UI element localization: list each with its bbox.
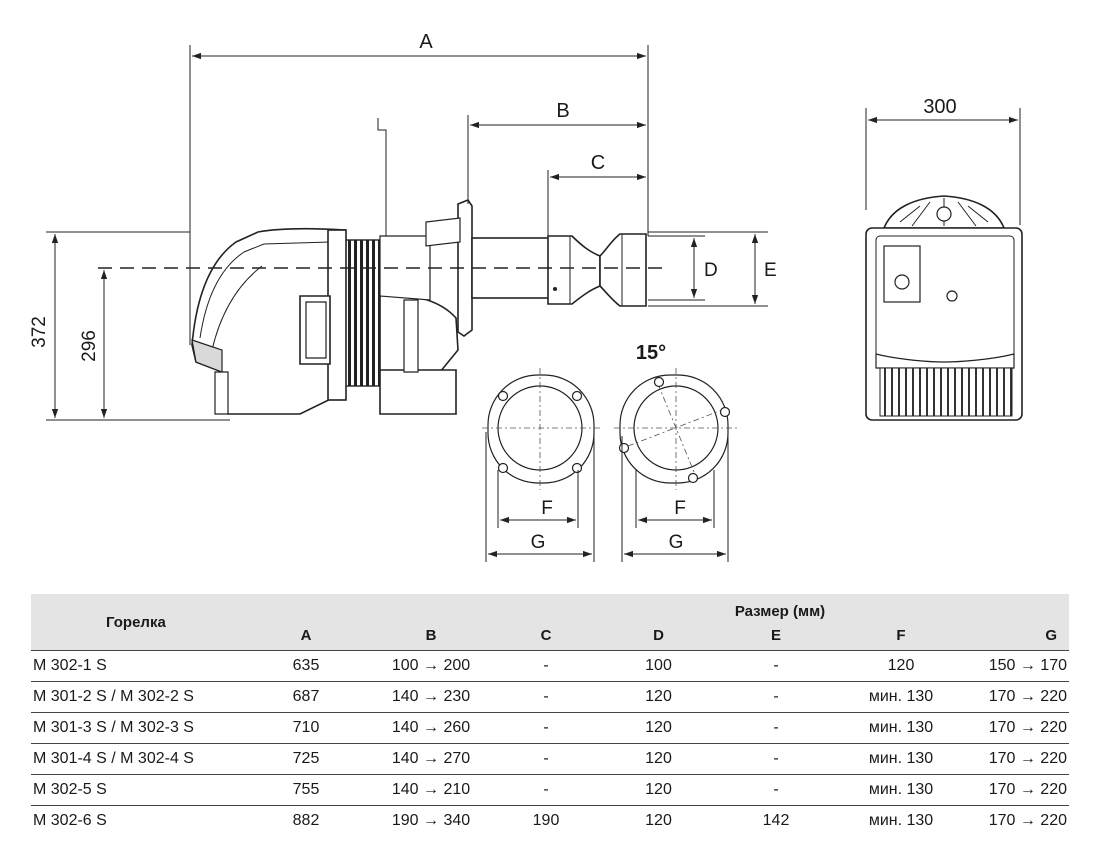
cell-a: 755 bbox=[241, 774, 371, 806]
cell-d: 120 bbox=[601, 805, 716, 836]
table-column-header-row: A B C D E F G bbox=[31, 620, 1069, 651]
table-row: M 302-5 S 755 140 → 210 - 120 - мин. 130… bbox=[31, 774, 1069, 806]
dim-label-f-left: F bbox=[541, 498, 553, 519]
cell-b: 140 → 270 bbox=[371, 743, 491, 775]
cell-e: - bbox=[716, 774, 836, 806]
cell-d: 120 bbox=[601, 681, 716, 713]
cell-b: 190 → 340 bbox=[371, 805, 491, 836]
cell-e: 142 bbox=[716, 805, 836, 836]
dim-label-d: D bbox=[704, 260, 718, 281]
table-row: M 301-4 S / M 302-4 S 725 140 → 270 - 12… bbox=[31, 743, 1069, 775]
cell-a: 687 bbox=[241, 681, 371, 713]
cell-d: 100 bbox=[601, 650, 716, 682]
cell-c: - bbox=[491, 681, 601, 713]
cell-a: 635 bbox=[241, 650, 371, 682]
cell-e: - bbox=[716, 743, 836, 775]
cell-model: M 302-6 S bbox=[31, 805, 241, 836]
column-header-a: A bbox=[241, 620, 371, 651]
cell-b: 140 → 260 bbox=[371, 712, 491, 744]
cell-b: 100 → 200 bbox=[371, 650, 491, 682]
cell-b: 140 → 230 bbox=[371, 681, 491, 713]
column-header-d: D bbox=[601, 620, 716, 651]
cell-g: 170 → 220 bbox=[966, 774, 1069, 806]
cell-f: мин. 130 bbox=[836, 743, 966, 775]
cell-c: - bbox=[491, 650, 601, 682]
cell-f: мин. 130 bbox=[836, 805, 966, 836]
header-size-mm: Размер (мм) bbox=[241, 594, 1069, 620]
burner-front-view: 300 bbox=[865, 96, 1023, 421]
cell-model: M 302-5 S bbox=[31, 774, 241, 806]
cell-g: 170 → 220 bbox=[966, 712, 1069, 744]
cell-f: мин. 130 bbox=[836, 712, 966, 744]
cell-d: 120 bbox=[601, 774, 716, 806]
dim-label-a: A bbox=[419, 31, 433, 53]
cell-model: M 302-1 S bbox=[31, 650, 241, 682]
table-row: M 302-1 S 635 100 → 200 - 100 - 120 150 … bbox=[31, 650, 1069, 682]
cell-g: 170 → 220 bbox=[966, 743, 1069, 775]
cell-model: M 301-3 S / M 302-3 S bbox=[31, 712, 241, 744]
dim-label-height-axis: 296 bbox=[79, 330, 100, 362]
table-row: M 301-2 S / M 302-2 S 687 140 → 230 - 12… bbox=[31, 681, 1069, 713]
dim-label-angle: 15° bbox=[636, 342, 666, 364]
cell-e: - bbox=[716, 650, 836, 682]
cell-g: 170 → 220 bbox=[966, 805, 1069, 836]
dim-label-b: B bbox=[556, 100, 569, 122]
header-burner: Горелка bbox=[31, 594, 241, 651]
cell-c: - bbox=[491, 743, 601, 775]
dim-label-height-total: 372 bbox=[29, 316, 50, 348]
side-dimensions: A B C D E 372 296 bbox=[29, 31, 777, 421]
column-header-f: F bbox=[836, 620, 966, 651]
dim-label-e: E bbox=[764, 260, 777, 281]
dimension-table: Горелка Размер (мм) A B C D E F G M 302-… bbox=[31, 594, 1069, 836]
cell-g: 150 → 170 bbox=[966, 650, 1069, 682]
cell-d: 120 bbox=[601, 712, 716, 744]
column-header-c: C bbox=[491, 620, 601, 651]
cell-c: 190 bbox=[491, 805, 601, 836]
flange-view-left: F G bbox=[482, 368, 600, 562]
dim-label-g-left: G bbox=[531, 532, 546, 553]
cell-b: 140 → 210 bbox=[371, 774, 491, 806]
cell-c: - bbox=[491, 712, 601, 744]
cell-f: 120 bbox=[836, 650, 966, 682]
flange-view-right: 15° F G bbox=[614, 342, 740, 562]
cell-c: - bbox=[491, 774, 601, 806]
burner-side-view bbox=[98, 118, 670, 415]
column-header-e: E bbox=[716, 620, 836, 651]
cell-model: M 301-2 S / M 302-2 S bbox=[31, 681, 241, 713]
column-header-g: G bbox=[966, 620, 1069, 651]
cell-a: 710 bbox=[241, 712, 371, 744]
table-header-row: Горелка Размер (мм) bbox=[31, 594, 1069, 651]
column-header-b: B bbox=[371, 620, 491, 651]
table-row: M 302-6 S 882 190 → 340 190 120 142 мин.… bbox=[31, 805, 1069, 836]
cell-e: - bbox=[716, 681, 836, 713]
dim-label-f-right: F bbox=[674, 498, 686, 519]
cell-f: мин. 130 bbox=[836, 681, 966, 713]
cell-e: - bbox=[716, 712, 836, 744]
cell-d: 120 bbox=[601, 743, 716, 775]
cell-a: 725 bbox=[241, 743, 371, 775]
dim-label-c: C bbox=[591, 152, 605, 174]
burner-dimension-drawing: A B C D E 372 296 300 bbox=[29, 31, 1023, 562]
cell-f: мин. 130 bbox=[836, 774, 966, 806]
table-row: M 301-3 S / M 302-3 S 710 140 → 260 - 12… bbox=[31, 712, 1069, 744]
dim-label-width-front: 300 bbox=[923, 96, 956, 118]
cell-g: 170 → 220 bbox=[966, 681, 1069, 713]
cell-model: M 301-4 S / M 302-4 S bbox=[31, 743, 241, 775]
cell-a: 882 bbox=[241, 805, 371, 836]
dim-label-g-right: G bbox=[669, 532, 684, 553]
